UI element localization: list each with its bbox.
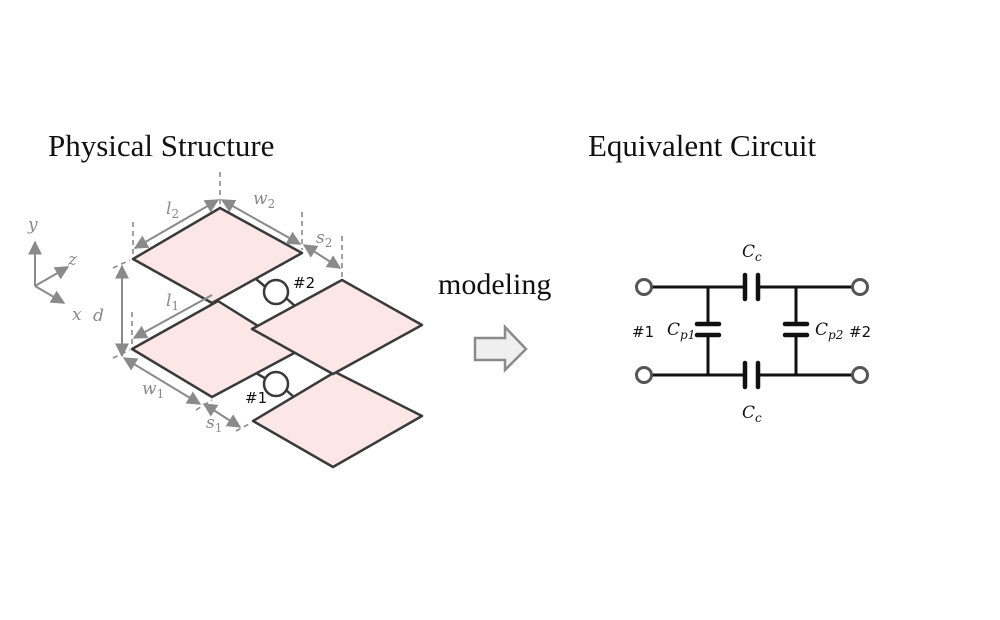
- structure-port-2-label: #2: [293, 274, 315, 292]
- bottom-right-plate: [251, 370, 424, 469]
- circuit-port-2-label: #2: [849, 323, 871, 341]
- terminal-1-bottom: [635, 366, 653, 384]
- terminal-2-bottom: [851, 366, 869, 384]
- dim-w1-label: w1: [142, 379, 164, 401]
- dim-s2-line: [302, 244, 342, 269]
- top-right-plate: [250, 278, 424, 376]
- terminal-2-top: [851, 278, 869, 296]
- coordinate-axes: [28, 240, 70, 304]
- equivalent-circuit-title: Equivalent Circuit: [588, 128, 817, 163]
- cc-top-label: Cc: [742, 242, 762, 264]
- physical-structure-title: Physical Structure: [48, 128, 275, 163]
- dim-l1-line: [132, 294, 213, 339]
- x-axis-arrow: [34, 285, 66, 304]
- dim-s2-label: s2: [316, 228, 332, 250]
- z-axis-label: z: [67, 250, 78, 270]
- dim-w1-line: [122, 357, 202, 405]
- port-2-terminal: [262, 278, 290, 306]
- dim-w2-label: w2: [253, 189, 275, 211]
- cp1-label: Cp1: [667, 320, 695, 342]
- port-1-connector: [255, 370, 296, 399]
- dim-w2-line: [220, 199, 302, 245]
- circuit-port-1-label: #1: [632, 323, 654, 341]
- dim-l1-label: l1: [166, 291, 179, 313]
- cc-bottom-label: Cc: [742, 403, 762, 425]
- x-axis-label: x: [72, 305, 82, 325]
- dim-l2-label: l2: [166, 199, 179, 221]
- modeling-arrow-icon: [473, 323, 528, 374]
- structure-port-1-label: #1: [245, 389, 267, 407]
- dim-d-label: d: [93, 306, 104, 326]
- y-axis-label: y: [27, 215, 38, 235]
- port-1-terminal: [262, 370, 290, 398]
- terminal-1-top: [635, 278, 653, 296]
- port-2-connector: [255, 278, 296, 307]
- equivalent-circuit: [650, 272, 854, 390]
- z-axis-arrow: [34, 266, 70, 287]
- dim-l2-line: [133, 199, 220, 249]
- dim-s1-line: [202, 403, 242, 428]
- modeling-label: modeling: [438, 268, 552, 301]
- cp2-label: Cp2: [815, 320, 843, 342]
- dim-s1-label: s1: [206, 413, 222, 435]
